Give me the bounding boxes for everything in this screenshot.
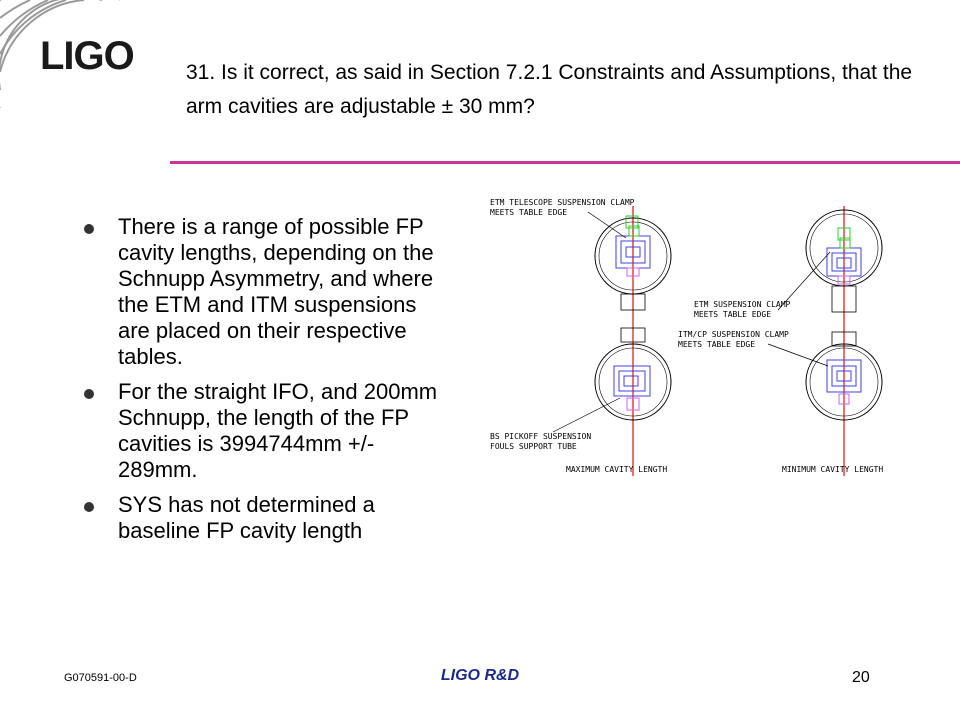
slide-title: 31. Is it correct, as said in Section 7.… bbox=[186, 61, 913, 118]
label-etm-suspension-2: MEETS TABLE EDGE bbox=[694, 310, 771, 319]
label-etm-telescope-2: MEETS TABLE EDGE bbox=[490, 208, 567, 217]
label-etm-suspension: ETM SUSPENSION CLAMP bbox=[694, 300, 791, 309]
page-number: 20 bbox=[852, 669, 870, 686]
bullet-text: For the straight IFO, and 200mm Schnupp,… bbox=[118, 379, 438, 482]
ligo-logo: LIGO bbox=[0, 0, 170, 130]
logo-arcs-icon bbox=[0, 0, 120, 108]
bullet-text: There is a range of possible FP cavity l… bbox=[118, 214, 434, 369]
bullet-dot-icon bbox=[84, 389, 94, 399]
label-bs-pickoff: BS PICKOFF SUSPENSION bbox=[490, 432, 591, 441]
cavity-length-diagram: ETM TELESCOPE SUSPENSION CLAMP MEETS TAB… bbox=[478, 186, 918, 486]
label-itm-cp: ITM/CP SUSPENSION CLAMP bbox=[678, 330, 789, 339]
etm-table-left bbox=[594, 215, 672, 311]
document-id: G070591-00-D bbox=[64, 672, 137, 684]
etm-table-right bbox=[805, 209, 883, 313]
bullet-dot-icon bbox=[84, 224, 94, 234]
footer-title: LIGO R&D bbox=[440, 667, 520, 684]
label-itm-cp-2: MEETS TABLE EDGE bbox=[678, 340, 755, 349]
bullet-item: For the straight IFO, and 200mm Schnupp,… bbox=[82, 379, 452, 483]
label-max-cavity: MAXIMUM CAVITY LENGTH bbox=[566, 465, 667, 474]
logo-text: LIGO bbox=[40, 34, 135, 78]
label-min-cavity: MINIMUM CAVITY LENGTH bbox=[782, 465, 883, 474]
itm-table-left bbox=[594, 327, 672, 421]
bullet-dot-icon bbox=[84, 502, 94, 512]
bullet-item: There is a range of possible FP cavity l… bbox=[82, 214, 452, 370]
label-etm-telescope: ETM TELESCOPE SUSPENSION CLAMP bbox=[490, 198, 635, 207]
bullet-item: SYS has not determined a baseline FP cav… bbox=[82, 492, 452, 544]
itm-table-right bbox=[805, 331, 883, 421]
bullet-text: SYS has not determined a baseline FP cav… bbox=[118, 492, 375, 543]
label-bs-pickoff-2: FOULS SUPPORT TUBE bbox=[490, 442, 577, 451]
bullet-list: There is a range of possible FP cavity l… bbox=[82, 214, 452, 553]
title-divider bbox=[170, 161, 960, 164]
